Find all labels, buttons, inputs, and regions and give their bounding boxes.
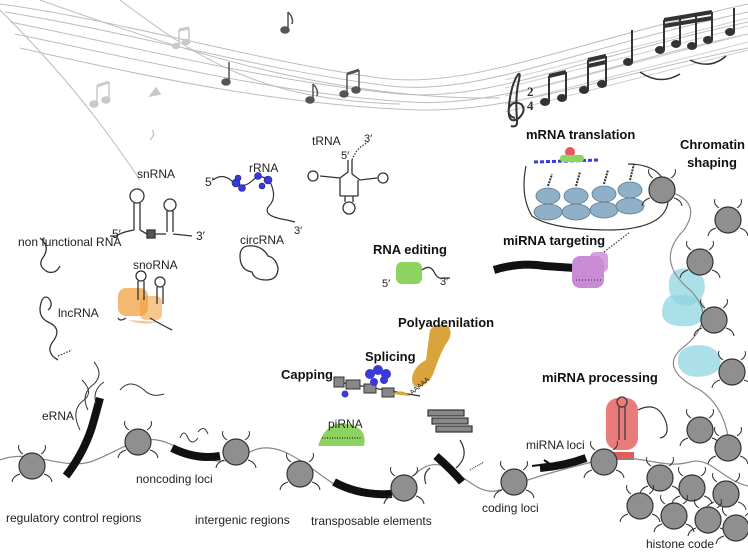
rrna-structure (212, 172, 296, 223)
label-transposable-elements: transposable elements (311, 514, 432, 528)
label-intergenic-regions: intergenic regions (195, 513, 290, 527)
label-coding-loci: coding loci (482, 501, 539, 515)
label-histone-code: histone code (646, 537, 715, 551)
label-snrna: snRNA (137, 167, 176, 181)
label-rrna-3prime: 3′ (294, 225, 303, 237)
music-notes-faint (89, 26, 191, 141)
label-circrna: circRNA (240, 233, 284, 247)
label-regulatory-control-regions: regulatory control regions (6, 511, 142, 525)
label-editing-3prime: 3′ (440, 276, 449, 288)
process-chromatin-shaping: Chromatin shaping (680, 137, 745, 170)
label-trna-5prime: 5′ (341, 150, 350, 162)
music-notes-dark (540, 8, 735, 106)
erna-transcripts (75, 361, 209, 443)
gene-blocks (62, 396, 588, 499)
label-trna-3prime: 3′ (364, 133, 373, 145)
process-splicing: Splicing (365, 349, 416, 364)
mirna-processing-illustration (606, 396, 668, 460)
process-mirna-processing: miRNA processing (542, 370, 658, 385)
transposable-element-structures (424, 409, 485, 485)
label-lncrna: lncRNA (58, 306, 99, 320)
capping-splicing-illustration (333, 365, 421, 398)
music-stave (0, 0, 748, 181)
process-rna-editing: RNA editing (373, 242, 447, 257)
label-snrna-5prime: 5′ (112, 227, 121, 241)
time-signature-top: 2 (527, 84, 534, 99)
time-signature-bottom: 4 (527, 98, 534, 113)
mirna-targeting-illustration (492, 231, 631, 288)
pirna-illustration (318, 423, 365, 446)
label-pirna: piRNA (328, 417, 363, 431)
label-rrna: rRNA (249, 161, 279, 175)
label-editing-5prime: 5′ (382, 278, 391, 290)
label-trna: tRNA (312, 134, 341, 148)
label-mirna-loci: miRNA loci (526, 438, 585, 452)
label-snorna: snoRNA (133, 258, 178, 272)
label-non-functional-rna: non functional RNA (18, 235, 122, 249)
process-mrna-translation: mRNA translation (526, 127, 636, 142)
label-rrna-5prime: 5′ (205, 175, 214, 189)
label-snrna-3prime: 3′ (196, 229, 205, 243)
process-polyadenilation: Polyadenilation (398, 315, 495, 330)
circrna-ring (239, 245, 279, 281)
mrna-translation-illustration (523, 147, 669, 231)
treble-clef-icon (507, 72, 525, 128)
label-erna: eRNA (42, 409, 75, 423)
snorna-structure (117, 270, 173, 331)
lncrna-shape (39, 296, 73, 361)
genome-dna-strand (0, 438, 748, 496)
trna-structure (307, 141, 389, 215)
process-mirna-targeting: miRNA targeting (503, 233, 606, 248)
mirna-loci-arrow (531, 459, 552, 469)
rna-editing-illustration (396, 262, 450, 284)
label-noncoding-loci: noncoding loci (136, 472, 213, 486)
music-notes-mid (221, 11, 361, 104)
process-capping: Capping (281, 367, 333, 382)
non-functional-rna-strand (39, 237, 61, 274)
snrna-structure (110, 188, 193, 239)
